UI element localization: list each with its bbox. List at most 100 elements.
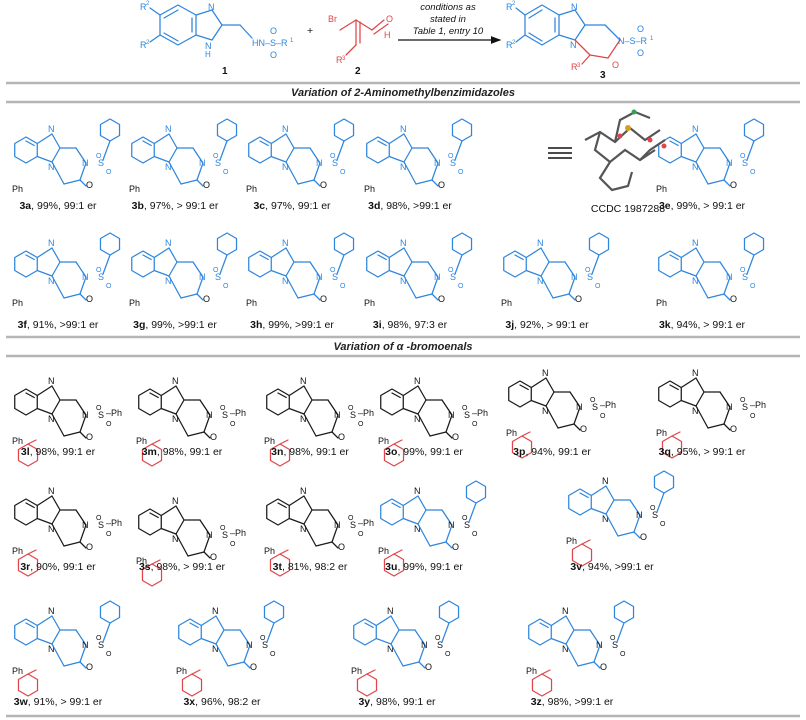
svg-text:N: N: [48, 486, 55, 496]
svg-text:N: N: [448, 520, 455, 530]
compound-id-3x: 3x: [183, 696, 195, 708]
svg-text:O: O: [106, 169, 112, 176]
svg-text:N: N: [172, 534, 179, 544]
svg-text:O: O: [338, 542, 345, 552]
compound-yield-3z: , 98%, >99:1 er: [542, 696, 614, 708]
svg-text:O: O: [462, 405, 468, 412]
svg-text:O: O: [220, 405, 226, 412]
svg-text:N: N: [206, 410, 213, 420]
svg-text:O: O: [96, 635, 102, 642]
svg-text:O: O: [86, 542, 93, 552]
svg-text:N: N: [542, 368, 549, 378]
svg-text:S: S: [215, 272, 221, 282]
svg-text:O: O: [600, 413, 606, 420]
reagent-2-label: 2: [355, 66, 361, 77]
ccdc-label: CCDC 1987288: [591, 203, 665, 215]
svg-text:O: O: [660, 521, 666, 528]
svg-text:O: O: [210, 552, 217, 562]
reagent-2-structure: [339, 19, 389, 56]
compound-label-3r: 3r, 90%, 99:1 er: [20, 561, 96, 573]
svg-text:Ph: Ph: [656, 184, 667, 194]
svg-text:O: O: [458, 169, 464, 176]
svg-text:N: N: [414, 524, 421, 534]
compound-id-3b: 3b: [132, 200, 144, 212]
svg-text:O: O: [448, 267, 454, 274]
svg-text:S: S: [464, 520, 470, 530]
svg-text:O: O: [730, 294, 737, 304]
svg-text:–Ph: –Ph: [106, 408, 122, 418]
compound-id-3j: 3j: [505, 319, 514, 331]
svg-text:Ph: Ph: [656, 298, 667, 308]
svg-text:O: O: [452, 432, 459, 442]
svg-text:S: S: [350, 520, 356, 530]
svg-text:S: S: [652, 510, 658, 520]
conditions-line-1: conditions as: [420, 2, 476, 13]
svg-text:Ph: Ph: [12, 666, 23, 676]
svg-text:–Ph: –Ph: [106, 518, 122, 528]
svg-text:Ph: Ph: [246, 298, 257, 308]
compound-label-3w: 3w, 91%, > 99:1 er: [14, 696, 103, 708]
compound-yield-3u: , 99%, 99:1 er: [397, 561, 463, 573]
svg-text:Ph: Ph: [566, 536, 577, 546]
product-structure: [515, 4, 621, 65]
compound-id-3l: 3l: [21, 446, 30, 458]
svg-text:N: N: [172, 414, 179, 424]
compound-label-3j: 3j, 92%, > 99:1 er: [505, 319, 589, 331]
svg-text:N: N: [414, 414, 421, 424]
svg-text:O: O: [338, 432, 345, 442]
svg-text:N: N: [48, 124, 55, 134]
compound-label-3i: 3i, 98%, 97:3 er: [373, 319, 448, 331]
svg-text:O: O: [358, 531, 364, 538]
svg-text:S: S: [450, 158, 456, 168]
compound-label-3o: 3o, 99%, 99:1 er: [385, 446, 463, 458]
compound-yield-3o: , 99%, 99:1 er: [397, 446, 463, 458]
plus-sign: +: [307, 25, 313, 37]
svg-text:N: N: [48, 276, 55, 286]
svg-text:N: N: [562, 644, 569, 654]
compound-id-3d: 3d: [368, 200, 380, 212]
svg-text:O: O: [106, 651, 112, 658]
svg-text:Ph: Ph: [378, 436, 389, 446]
svg-text:N: N: [206, 530, 213, 540]
reagent-1-label: 1: [222, 66, 228, 77]
svg-text:S: S: [612, 640, 618, 650]
svg-text:N: N: [48, 606, 55, 616]
svg-text:N: N: [48, 524, 55, 534]
svg-text:Ph: Ph: [506, 428, 517, 438]
svg-text:–Ph: –Ph: [230, 408, 246, 418]
compound-yield-3s: , 98%, > 99:1 er: [151, 561, 226, 573]
svg-text:N: N: [212, 644, 219, 654]
svg-text:O: O: [340, 283, 346, 290]
svg-text:N: N: [692, 368, 699, 378]
svg-text:O: O: [96, 405, 102, 412]
compound-label-3z: 3z, 98%, >99:1 er: [531, 696, 614, 708]
svg-text:N: N: [172, 376, 179, 386]
compound-label-3b: 3b, 97%, > 99:1 er: [132, 200, 219, 212]
compound-yield-3m: , 98%, 99:1 er: [157, 446, 223, 458]
svg-text:O: O: [213, 267, 219, 274]
svg-text:Ph: Ph: [12, 298, 23, 308]
compound-yield-3f: , 91%, >99:1 er: [27, 319, 99, 331]
compound-label-3u: 3u, 99%, 99:1 er: [385, 561, 463, 573]
svg-text:N: N: [48, 414, 55, 424]
svg-text:N: N: [387, 606, 394, 616]
section-2-title: Variation of α -bromoenals: [333, 341, 472, 353]
svg-text:O: O: [730, 424, 737, 434]
svg-text:Ph: Ph: [351, 666, 362, 676]
svg-text:–Ph: –Ph: [230, 528, 246, 538]
svg-text:O: O: [330, 267, 336, 274]
svg-text:S: S: [587, 272, 593, 282]
compound-label-3p: 3p, 94%, 99:1 er: [513, 446, 591, 458]
svg-text:N: N: [199, 272, 206, 282]
conditions-line-2: stated in: [430, 14, 466, 25]
svg-text:N: N: [282, 276, 289, 286]
compound-label-3c: 3c, 97%, 99:1 er: [253, 200, 331, 212]
